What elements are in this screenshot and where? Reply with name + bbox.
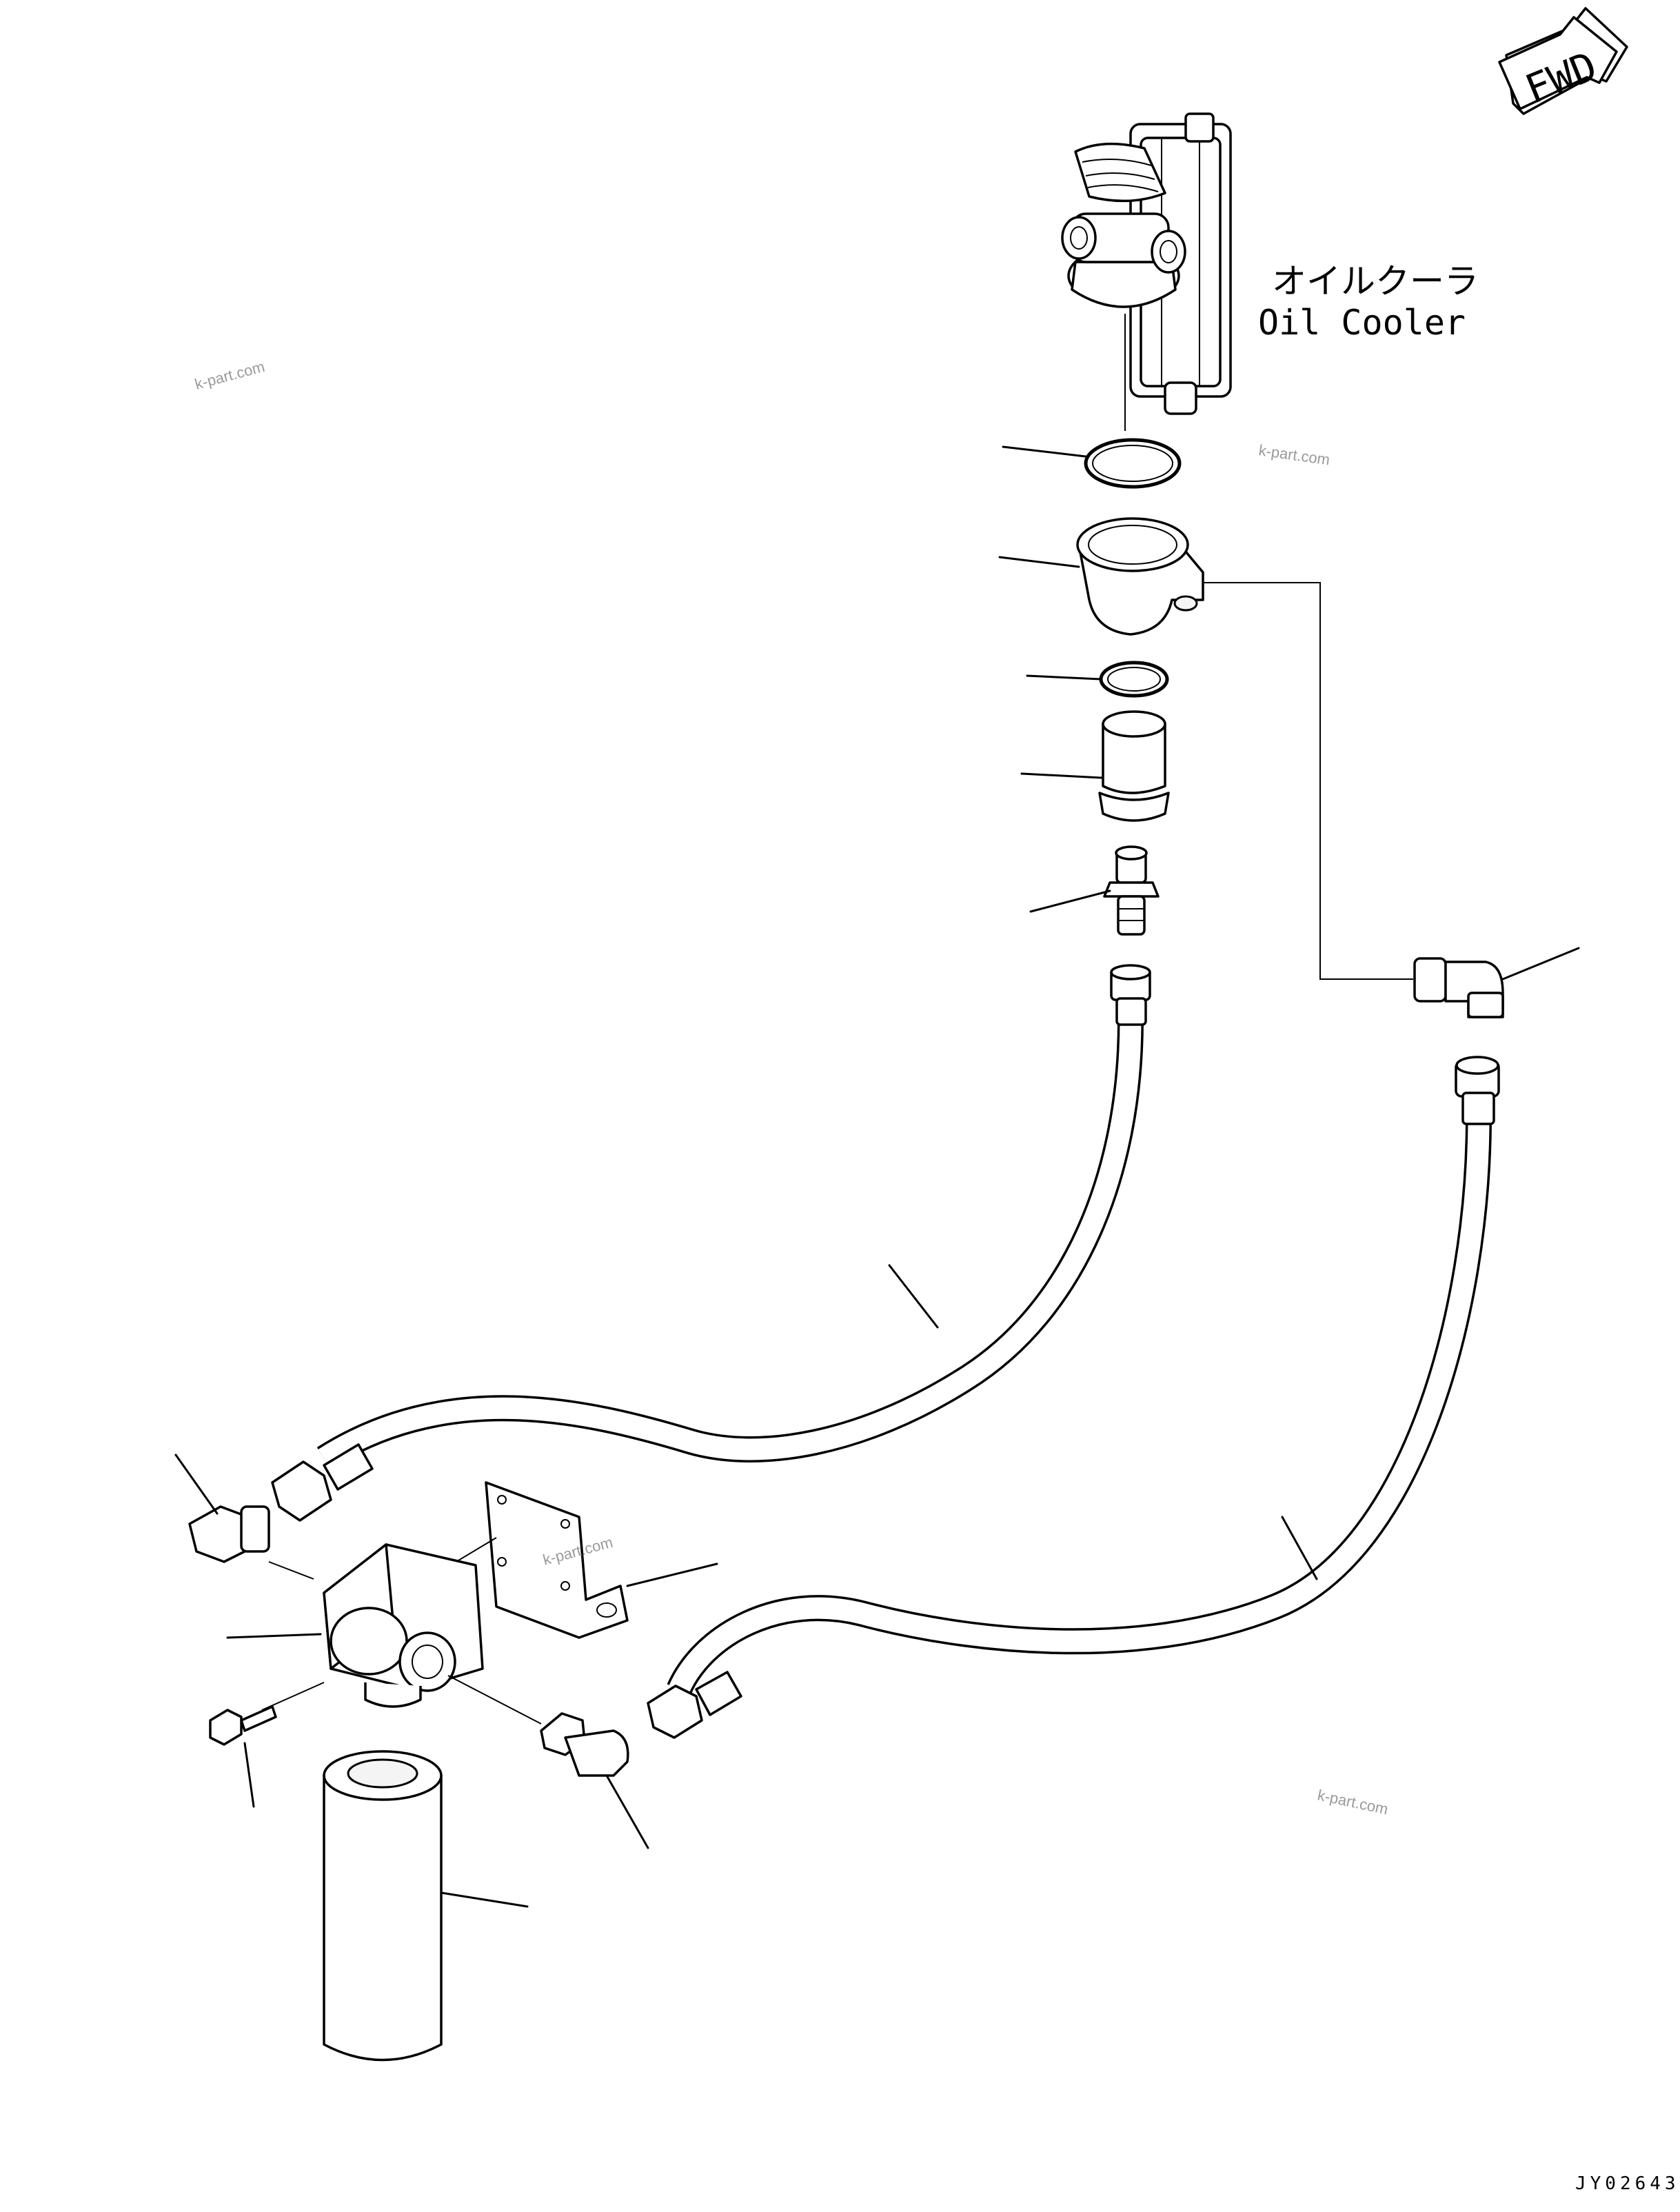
- elbow-fitting-left: [174, 1454, 314, 1580]
- oil-cooler-label-en: Oil Cooler: [1258, 303, 1466, 343]
- filter-head: [226, 1543, 542, 1725]
- elbow-fitting-right: [1413, 947, 1580, 1018]
- o-ring-large: [1002, 438, 1182, 489]
- filter-cartridge: [323, 1750, 529, 2062]
- oil-cooler-assembly: [1061, 112, 1232, 431]
- hose-assembly-1: [271, 964, 1151, 1522]
- adapter-housing: [998, 517, 1413, 980]
- watermark-4: k-part.com: [1316, 1786, 1390, 1818]
- drawing-number: JY026435: [1575, 2173, 1680, 2194]
- elbow-fitting-lower: [540, 1712, 649, 1849]
- watermark-1: k-part.com: [193, 358, 267, 393]
- sleeve-nut: [1020, 710, 1170, 822]
- fwd-arrow-icon: FWD: [1498, 7, 1628, 115]
- flange-bolt: [209, 1705, 277, 1808]
- hose-assembly-2: [647, 1056, 1500, 1739]
- o-ring-small: [1026, 661, 1169, 698]
- watermark-2: k-part.com: [1257, 441, 1330, 468]
- connector-fitting: [1029, 845, 1160, 936]
- oil-cooler-label-jp: オイルクーラ: [1272, 261, 1479, 301]
